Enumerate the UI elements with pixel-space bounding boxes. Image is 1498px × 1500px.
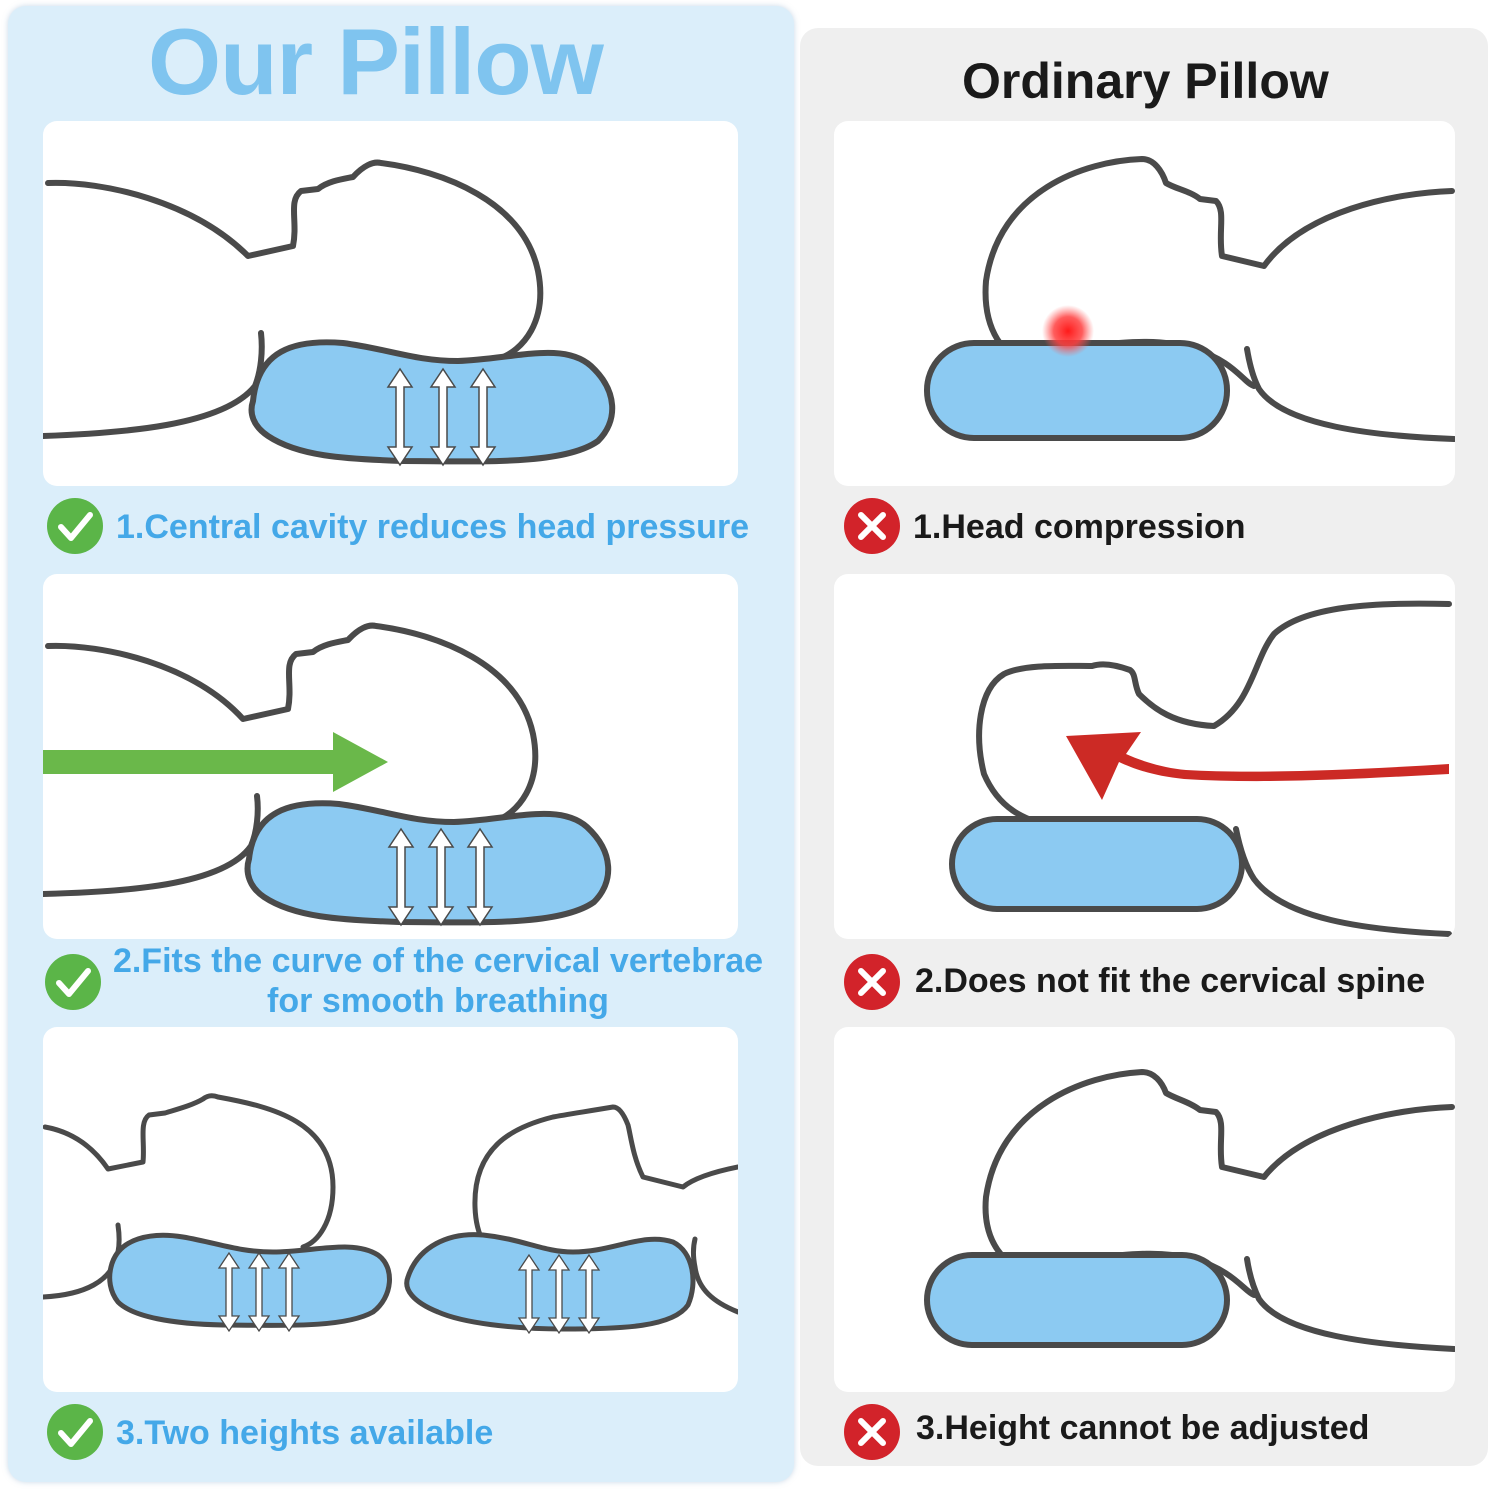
benefit-1-label: 1.Central cavity reduces head pressure	[116, 508, 750, 546]
illustration-cervical-curve	[43, 574, 738, 939]
illustration-poor-spine-fit	[834, 574, 1455, 939]
sleeper-breathing-illustration	[43, 622, 612, 927]
flat-pillow-shape	[924, 1252, 1230, 1348]
our-pillow-title: Our Pillow	[148, 9, 604, 114]
illustration-two-heights	[43, 1027, 738, 1392]
pressure-point-icon	[1042, 305, 1094, 357]
height-arrows-icon	[517, 1253, 601, 1335]
pillow-shape	[248, 339, 616, 465]
benefit-2-label-line1: 2.Fits the curve of the cervical vertebr…	[112, 942, 764, 980]
airflow-arrow-icon	[43, 732, 388, 792]
red-x-icon	[844, 954, 900, 1010]
green-check-icon	[45, 954, 101, 1010]
height-arrows-icon	[386, 367, 497, 467]
benefit-3-label: 3.Two heights available	[116, 1414, 494, 1452]
benefit-2-label-line2: for smooth breathing	[267, 982, 609, 1020]
ordinary-pillow-title: Ordinary Pillow	[962, 53, 1329, 109]
misalignment-arrow-icon	[1066, 732, 1449, 800]
poor-spine-fit-illustration	[949, 600, 1452, 937]
green-check-icon	[47, 498, 103, 554]
pillow-low-shape	[107, 1232, 392, 1328]
head-compression-illustration	[924, 156, 1455, 442]
illustration-head-compression	[834, 121, 1455, 486]
two-height-positions-illustration	[43, 1093, 738, 1335]
red-x-icon	[844, 498, 900, 554]
height-arrows-icon	[387, 827, 494, 927]
red-x-icon	[844, 1404, 900, 1460]
illustration-fixed-height	[834, 1027, 1455, 1392]
green-check-icon	[47, 1404, 103, 1460]
flat-pillow-shape	[924, 340, 1230, 441]
illustration-central-cavity	[43, 121, 738, 486]
pillow-high-shape	[404, 1232, 696, 1332]
fixed-height-illustration	[924, 1069, 1455, 1352]
sleeper-on-contour-pillow-illustration	[43, 159, 616, 467]
drawback-2-label: 2.Does not fit the cervical spine	[915, 962, 1426, 1000]
pillow-shape	[244, 800, 612, 926]
flat-pillow-shape	[949, 816, 1245, 912]
height-arrows-icon	[217, 1251, 301, 1333]
drawback-1-label: 1.Head compression	[913, 508, 1246, 546]
drawback-3-label: 3.Height cannot be adjusted	[916, 1409, 1370, 1447]
